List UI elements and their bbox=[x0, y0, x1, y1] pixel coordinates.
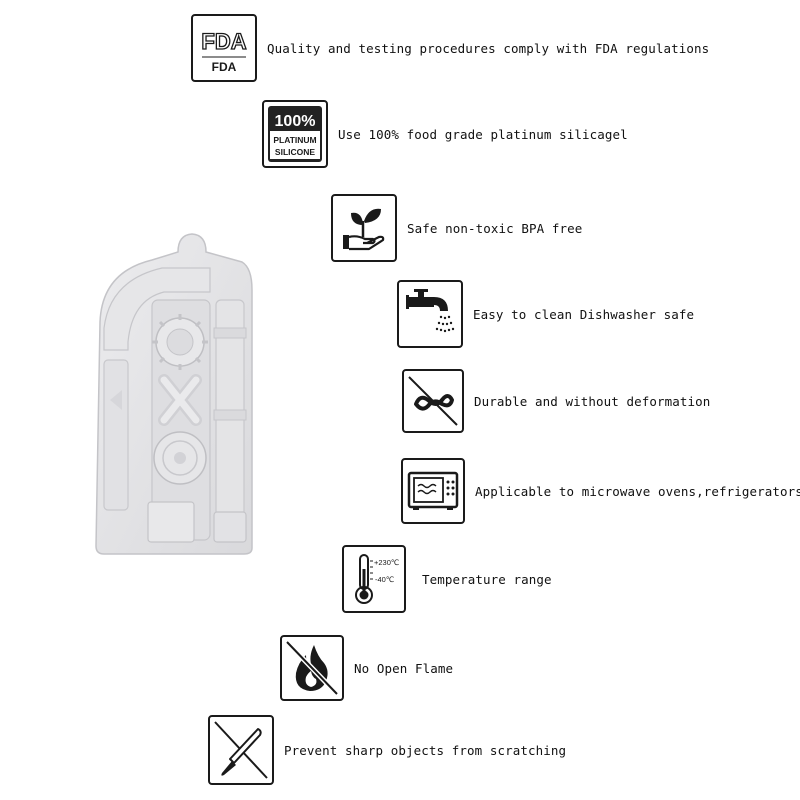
microwave-icon bbox=[401, 458, 465, 524]
feature-label: Use 100% food grade platinum silicagel bbox=[338, 126, 628, 142]
platinum-silicone-icon: 100% PLATINUM SILICONE bbox=[262, 100, 328, 168]
fda-icon: FDA FDA bbox=[191, 14, 257, 82]
feature-label: Prevent sharp objects from scratching bbox=[284, 742, 567, 758]
feature-label: No Open Flame bbox=[354, 660, 454, 676]
feature-no-sharp-objects: Prevent sharp objects from scratching bbox=[208, 715, 566, 785]
thermometer-icon: +230℃ -40℃ bbox=[342, 545, 406, 613]
feature-fda: FDA FDA Quality and testing procedures c… bbox=[191, 14, 709, 82]
feature-label: Applicable to microwave ovens,refrigerat… bbox=[475, 483, 800, 499]
feature-microwave: Applicable to microwave ovens,refrigerat… bbox=[401, 458, 800, 524]
feature-no-open-flame: No Open Flame bbox=[280, 635, 453, 701]
svg-text:100%: 100% bbox=[275, 113, 316, 130]
feature-label: Quality and testing procedures comply wi… bbox=[267, 40, 710, 56]
plant-hand-icon bbox=[331, 194, 397, 262]
no-knife-icon bbox=[208, 715, 274, 785]
svg-text:PLATINUM: PLATINUM bbox=[273, 135, 316, 145]
svg-text:FDA: FDA bbox=[201, 29, 246, 54]
feature-platinum-silicone: 100% PLATINUM SILICONE Use 100% food gra… bbox=[262, 100, 628, 168]
feature-no-deformation: Durable and without deformation bbox=[402, 369, 710, 433]
svg-text:+230℃: +230℃ bbox=[374, 558, 399, 567]
svg-text:FDA: FDA bbox=[212, 60, 237, 74]
svg-text:-40℃: -40℃ bbox=[375, 575, 394, 584]
feature-dishwasher-safe: Easy to clean Dishwasher safe bbox=[397, 280, 694, 348]
feature-label: Safe non-toxic BPA free bbox=[407, 220, 583, 236]
faucet-icon bbox=[397, 280, 463, 348]
silicone-mold-image bbox=[92, 230, 262, 564]
feature-bpa-free: Safe non-toxic BPA free bbox=[331, 194, 582, 262]
feature-temperature-range: +230℃ -40℃ Temperature range bbox=[342, 545, 552, 613]
svg-text:SILICONE: SILICONE bbox=[275, 147, 315, 157]
no-bend-icon bbox=[402, 369, 464, 433]
no-flame-icon bbox=[280, 635, 344, 701]
feature-label: Durable and without deformation bbox=[474, 393, 711, 409]
feature-label: Easy to clean Dishwasher safe bbox=[473, 306, 695, 322]
feature-label: Temperature range bbox=[422, 571, 552, 587]
